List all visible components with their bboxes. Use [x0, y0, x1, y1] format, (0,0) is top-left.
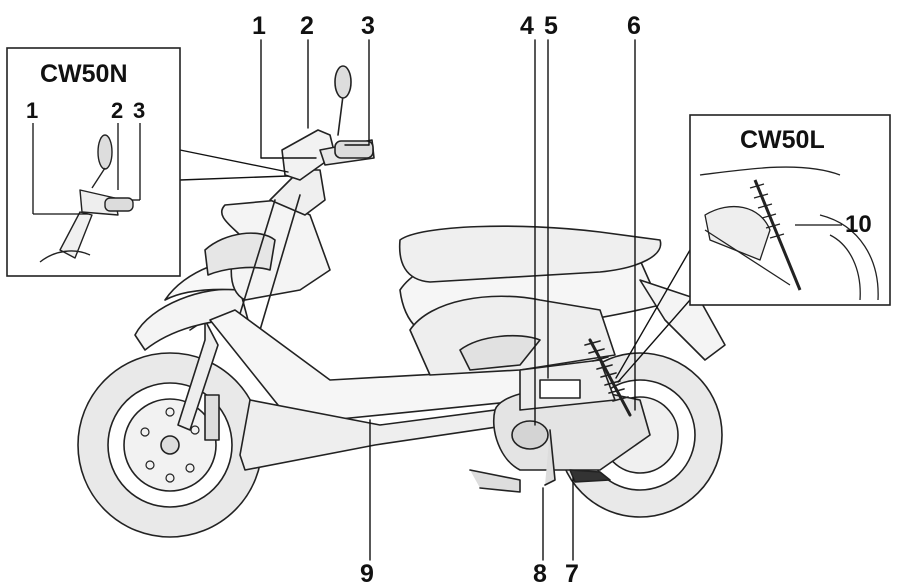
inset-cw50n-title: CW50N	[40, 60, 128, 88]
front-wheel	[77, 352, 263, 538]
callout-3: 3	[361, 12, 375, 40]
callout-5: 5	[544, 12, 558, 40]
callout-1: 1	[252, 12, 266, 40]
inset-cw50n-callout-2: 2	[111, 98, 124, 123]
inset-cw50n-callout-1: 1	[26, 98, 39, 123]
callout-9: 9	[360, 560, 374, 588]
callout-6: 6	[627, 12, 641, 40]
inset-cw50l-callout-10: 10	[845, 211, 872, 238]
callout-2: 2	[300, 12, 314, 40]
callout-8: 8	[533, 560, 547, 588]
callout-7: 7	[565, 560, 579, 588]
inset-cw50l	[689, 114, 891, 306]
rear-shock	[584, 338, 632, 417]
inset-cw50n-callout-3: 3	[133, 98, 146, 123]
inset-cw50l-title: CW50L	[740, 126, 825, 154]
inset-cw50n	[6, 47, 181, 277]
callout-4: 4	[520, 12, 534, 40]
